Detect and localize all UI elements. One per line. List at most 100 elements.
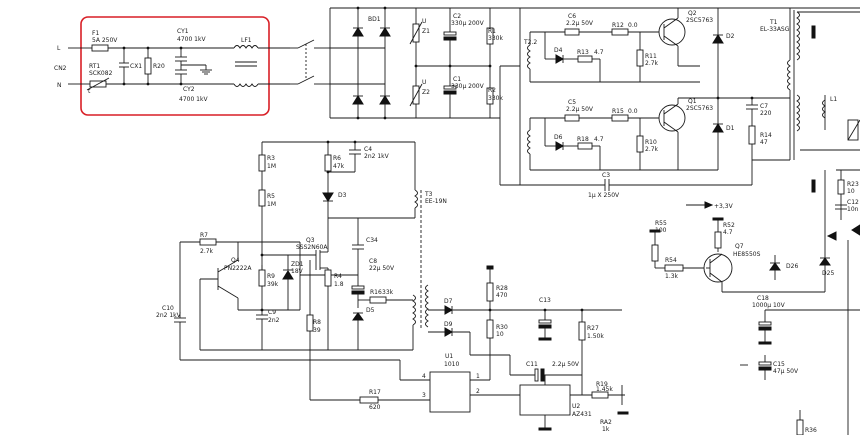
label-c6v: 2.2µ 50V: [566, 20, 594, 27]
label-r4: R4: [334, 273, 342, 280]
label-r17v: 620: [369, 404, 381, 411]
label-c12: C12: [847, 199, 859, 206]
label-r19v: 1.45k: [596, 386, 613, 393]
label-r52v: 4.7: [723, 229, 733, 236]
label-ra2v: 1k: [602, 426, 610, 433]
label-r16: R16: [370, 289, 382, 296]
label-r17: R17: [369, 389, 381, 396]
label-c1: C1: [453, 76, 461, 83]
varistors-z1-z2: [409, 8, 490, 118]
label-zd1: ZD1: [291, 261, 304, 268]
label-cy2v: 4700 1kV: [179, 96, 208, 103]
label-r19: R19: [596, 381, 608, 388]
label-q3v: SSS2N60A: [296, 244, 328, 251]
label-r12v: 0.0: [628, 22, 638, 29]
label-u1: U: [422, 18, 426, 25]
label-c1v: 330µ 200V: [451, 83, 485, 90]
label-u1p4: 4: [422, 373, 426, 380]
terminal-l: L: [57, 45, 61, 52]
label-t3: T3: [424, 191, 433, 198]
regulator-3v3: [649, 169, 860, 435]
label-cy1v: 4700 1kV: [177, 36, 206, 43]
label-q1: Q1: [688, 98, 697, 105]
label-f1: F1: [92, 30, 99, 37]
label-r5: R5: [267, 193, 275, 200]
label-t1: T1: [769, 19, 778, 26]
label-q4v: PN2222A: [224, 265, 252, 272]
label-rt1: RT1: [89, 63, 100, 70]
label-c34: C34: [366, 237, 378, 244]
label-t22: T2.2: [523, 39, 537, 46]
label-u1ic: U1: [445, 353, 453, 360]
label-r54: R54: [665, 257, 677, 264]
label-r9v: 39k: [267, 281, 279, 288]
label-rt1t: t: [88, 88, 91, 95]
label-r15v: 0.0: [628, 108, 638, 115]
label-u2: U2: [572, 403, 580, 410]
label-c12v: 10n: [847, 206, 859, 213]
label-c7v: 220: [760, 110, 772, 117]
label-u1p1: 1: [476, 373, 480, 380]
label-z1: Z1: [422, 28, 430, 35]
label-r14: R14: [760, 132, 772, 139]
label-r4v: 1.8: [334, 281, 344, 288]
label-r10: R10: [645, 139, 657, 146]
input-filter-section: [68, 16, 290, 116]
label-d2: D2: [726, 33, 735, 40]
terminal-n: N: [57, 82, 62, 89]
label-c9v: 2n2: [268, 317, 280, 324]
label-r52: R52: [723, 222, 735, 229]
label-c7: C7: [760, 103, 768, 110]
label-d7: D7: [444, 298, 453, 305]
label-d4: D4: [554, 47, 563, 54]
label-r13: R13: [577, 49, 589, 56]
label-q7v: HE8550S: [733, 251, 761, 258]
label-z2: Z2: [422, 89, 430, 96]
label-r8v: 39: [313, 327, 321, 334]
label-r28: R28: [496, 285, 508, 292]
label-c13: C13: [539, 297, 551, 304]
label-r30: R30: [496, 324, 508, 331]
label-c4v: 2n2 1kV: [364, 153, 390, 160]
shunt-regulator-u2: [519, 384, 571, 416]
label-zd1v: 18V: [291, 268, 304, 275]
label-c15: C15: [773, 361, 785, 368]
label-l1: L1: [830, 96, 837, 103]
label-r16v: 33k: [382, 289, 394, 296]
label-q4: Q4: [231, 257, 240, 264]
bridge-rectifier: [329, 6, 860, 120]
label-u2v: AZ431: [572, 411, 592, 418]
label-d3: D3: [338, 192, 347, 199]
label-r12: R12: [612, 22, 624, 29]
label-d9: D9: [444, 321, 453, 328]
label-r30v: 10: [496, 331, 504, 338]
label-r18: R18: [577, 136, 589, 143]
label-u2: U: [422, 79, 426, 86]
label-lf1: LF1: [241, 37, 252, 44]
label-r5v: 1M: [267, 201, 276, 208]
label-c10: C10: [162, 305, 174, 312]
label-c9: C9: [268, 309, 276, 316]
label-r10v: 2.7k: [645, 146, 659, 153]
label-d26: D26: [786, 263, 798, 270]
label-c18v: 1000µ 10V: [752, 302, 786, 309]
label-d1: D1: [726, 125, 735, 132]
transformer-t1: [787, 8, 860, 236]
highlight-box: [80, 16, 270, 116]
label-u1icv: 1010: [444, 361, 459, 368]
label-c2v: 330µ 200V: [451, 20, 485, 27]
label-d5: D5: [366, 307, 375, 314]
label-d6: D6: [554, 134, 563, 141]
secondary-standby: [399, 265, 629, 431]
label-rt1v: SCK082: [89, 70, 113, 77]
label-c5v: 2.2µ 50V: [566, 106, 594, 113]
label-f1v: 5A 250V: [92, 37, 118, 44]
label-u1p2: 2: [476, 388, 480, 395]
label-r18v: 4.7: [594, 136, 604, 143]
common-mode-choke-lf1: [233, 45, 290, 87]
label-r55: R55: [655, 220, 667, 227]
label-c11v: 2.2µ 50V: [552, 361, 580, 368]
labels: L CN2 N F1 5A 250V RT1 SCK082 t CX1 R20 …: [54, 10, 859, 434]
label-q2v: 2SC5763: [686, 17, 713, 24]
